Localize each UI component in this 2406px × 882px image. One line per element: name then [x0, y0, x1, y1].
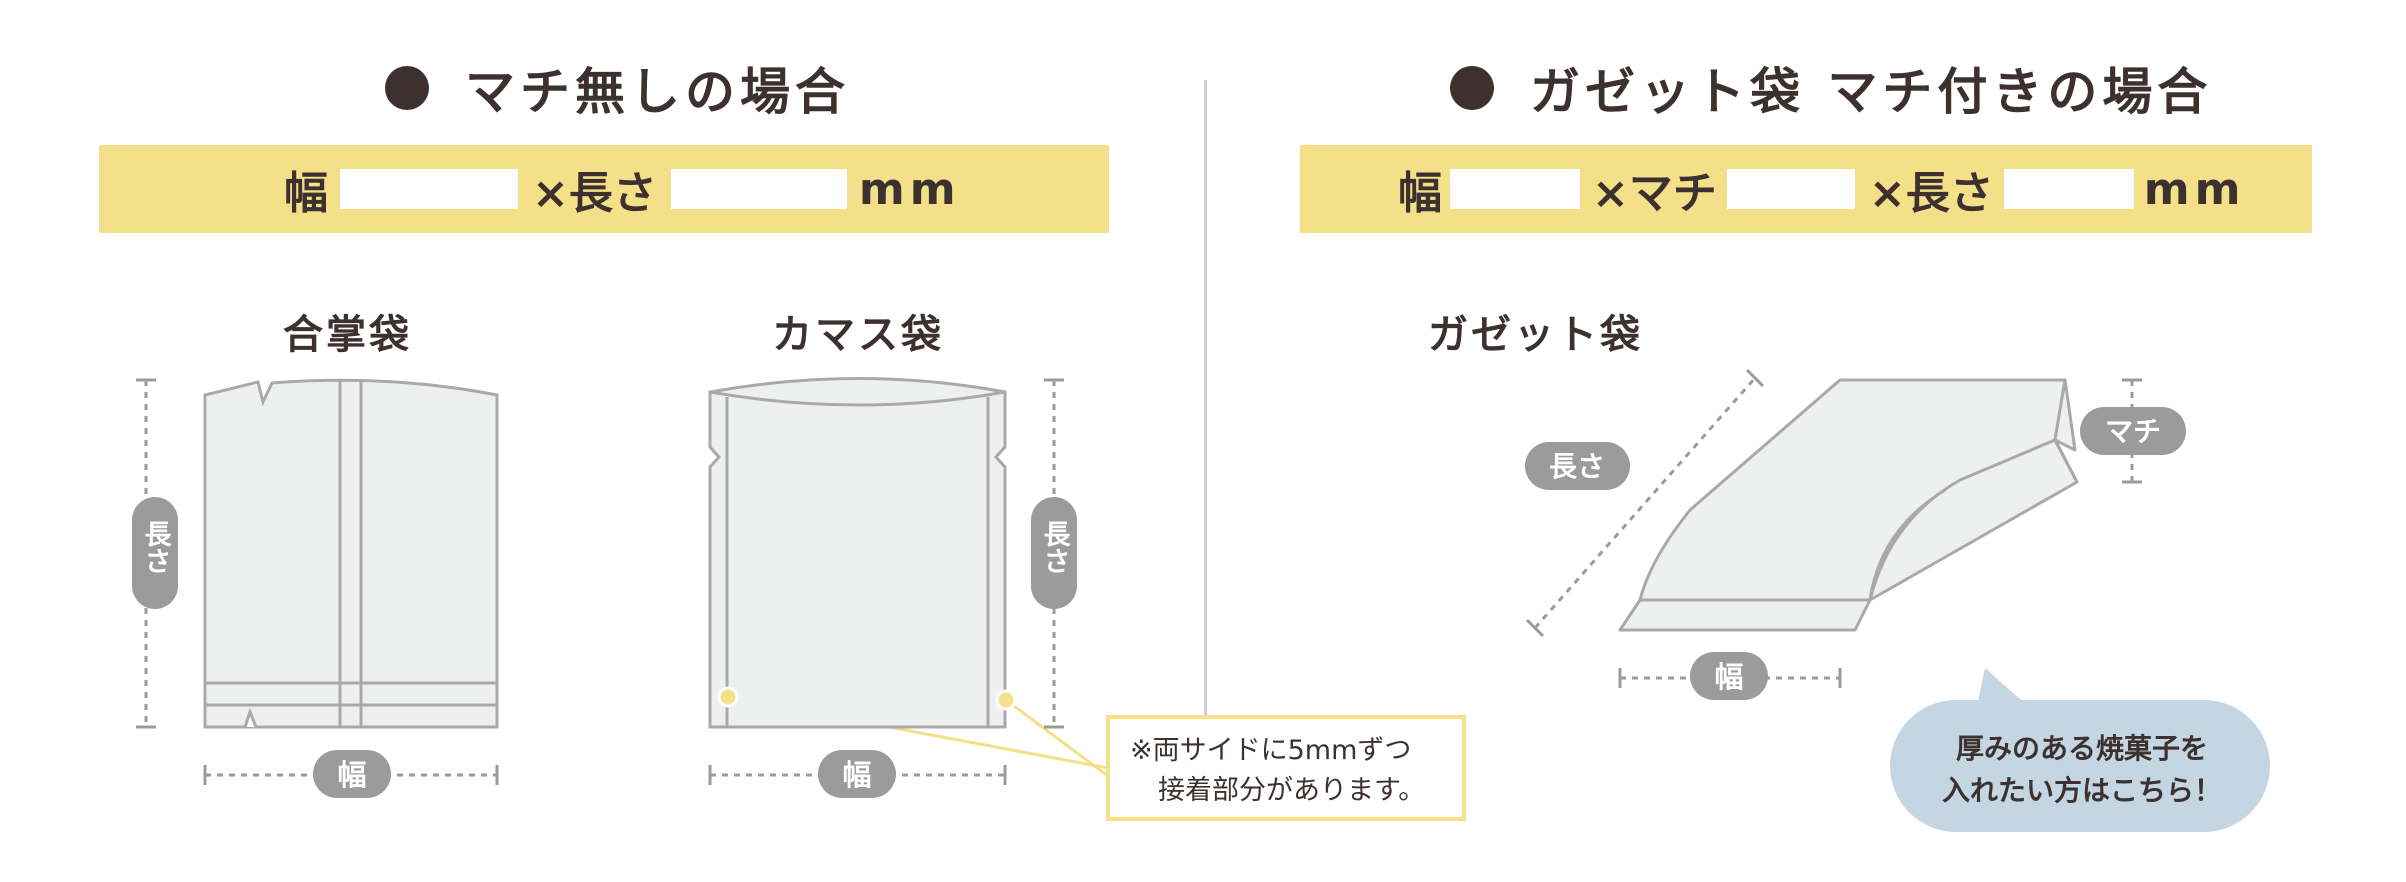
- gazette-title: ガゼット袋: [1428, 312, 1643, 358]
- kamasu-width-pill: [818, 750, 896, 798]
- width-blank-box: [340, 169, 518, 209]
- gusset-blank-box: [1726, 169, 1855, 209]
- unit-label: mm: [2143, 163, 2246, 215]
- kamasu-bag: [708, 377, 1017, 729]
- note-line-2: 接着部分があります。: [1158, 775, 1426, 806]
- gassho-length-label: 長さ: [140, 520, 172, 574]
- length-label: ×長さ: [1868, 168, 1994, 219]
- gusset-label: ×マチ: [1592, 168, 1717, 219]
- speech-bubble-text[interactable]: 厚みのある焼菓子を 入れたい方はこちら！: [1892, 728, 2272, 812]
- gazette-gusset-label: マチ: [2105, 415, 2161, 448]
- gassho-width-pill: [313, 750, 391, 798]
- speech-bubble: [1890, 668, 2270, 832]
- gazette-width-pill: [1690, 652, 1768, 700]
- left-heading: マチ無しの場合: [385, 48, 850, 128]
- left-size-bar: 幅 ×長さ mm: [99, 145, 1109, 233]
- kamasu-length-pill: [1031, 497, 1077, 609]
- bullet-icon: [385, 66, 429, 110]
- gazette-length-pill: [1525, 442, 1630, 490]
- note-line-1: ※両サイドに5mmずつ: [1130, 735, 1412, 766]
- length-blank-box: [670, 169, 847, 209]
- right-heading-text: ガゼット袋 マチ付きの場合: [1530, 63, 2213, 121]
- gassho-title: 合掌袋: [283, 312, 412, 358]
- length-blank-box: [2003, 169, 2134, 209]
- width-blank-box: [1450, 169, 1580, 209]
- section-divider: [1204, 80, 1207, 720]
- gazette-gusset-pill: [2080, 407, 2186, 455]
- kamasu-width-label: 幅: [842, 758, 871, 792]
- length-label: ×長さ: [532, 168, 657, 219]
- kamasu-title: カマス袋: [772, 312, 944, 358]
- gassho-width-label: 幅: [337, 758, 366, 792]
- gassho-length-pill: [132, 497, 178, 609]
- bullet-icon: [1450, 66, 1494, 110]
- glue-note-box: ※両サイドに5mmずつ 接着部分があります。: [1106, 715, 1466, 821]
- width-label: 幅: [1398, 168, 1442, 219]
- bubble-line-2: 入れたい方はこちら！: [1941, 774, 2222, 807]
- width-label: 幅: [284, 168, 328, 219]
- gazette-width-label: 幅: [1714, 660, 1743, 694]
- unit-label: mm: [858, 163, 961, 215]
- right-heading: ガゼット袋 マチ付きの場合: [1450, 48, 2212, 128]
- gazette-bag: [1618, 378, 2079, 632]
- gazette-length-label: 長さ: [1549, 450, 1605, 483]
- kamasu-length-label: 長さ: [1039, 520, 1071, 574]
- bubble-line-1: 厚みのある焼菓子を: [1955, 732, 2208, 765]
- right-size-bar: 幅 ×マチ ×長さ mm: [1300, 145, 2312, 233]
- left-heading-text: マチ無しの場合: [465, 63, 850, 121]
- gazette-length-dimension: [1525, 368, 1765, 638]
- gassho-bag: [203, 378, 499, 729]
